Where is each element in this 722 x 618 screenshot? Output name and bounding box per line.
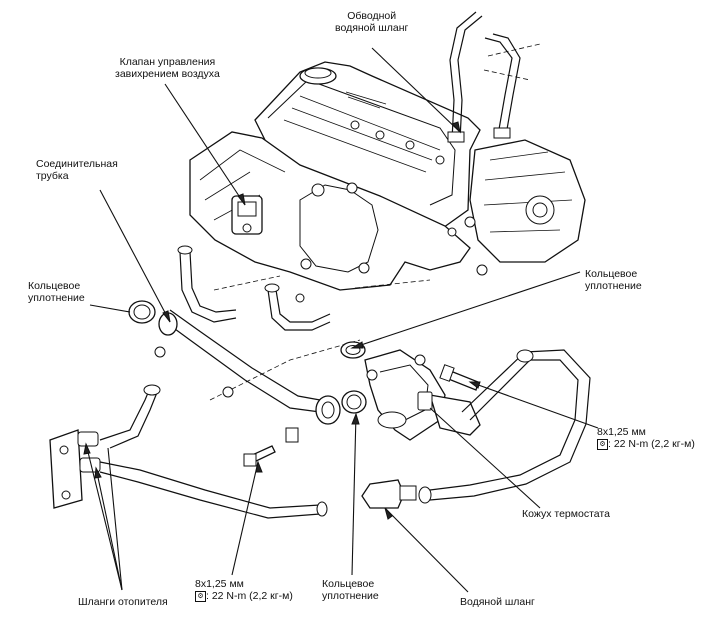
bypass-hose-label-line2: водяной шланг (335, 22, 409, 34)
bolt-right-label: 8x1,25 мм ⚙: 22 N-m (2,2 кг-м) (597, 426, 695, 450)
throttle-body (299, 182, 379, 274)
arrowheads (83, 121, 481, 520)
water-hose-label: Водяной шланг (460, 596, 535, 608)
o-ring-bottom-label: Кольцевое уплотнение (322, 578, 379, 602)
bypass-hose-label-line1: Обводной (347, 10, 397, 22)
heater-hoses (49, 384, 328, 519)
intake-hoses (177, 245, 431, 401)
connecting-pipe-label-line2: трубка (36, 170, 69, 182)
iac-valve-label-line2: завихрением воздуха (115, 68, 220, 80)
heater-hoses-label: Шланги отопителя (78, 596, 168, 608)
o-ring-bottom-label-line2: уплотнение (322, 590, 379, 602)
o-rings (128, 300, 367, 414)
heater-hoses-label-text: Шланги отопителя (78, 596, 168, 608)
connecting-pipe-label-line1: Соединительная (36, 158, 118, 170)
bypass-hose-label: Обводной водяной шланг (335, 10, 408, 34)
bolt-right (439, 364, 479, 391)
o-ring-right-label: Кольцевое уплотнение (585, 268, 642, 292)
thermostat-housing-label: Кожух термостата (522, 508, 610, 520)
iac-valve-label: Клапан управления завихрением воздуха (115, 56, 220, 80)
bolt-bottom-label-line1: 8x1,25 мм (195, 578, 244, 590)
connecting-pipe (154, 309, 341, 443)
bolt-right-label-line2: : 22 N-m (2,2 кг-м) (608, 438, 695, 450)
bolt-bottom-torque-row: ⚙: 22 N-m (2,2 кг-м) (195, 590, 293, 602)
engine-assembly (189, 61, 586, 291)
thermostat-housing-label-text: Кожух термостата (522, 508, 610, 520)
o-ring-right-label-line1: Кольцевое (585, 268, 638, 280)
o-ring-left-label: Кольцевое уплотнение (28, 280, 85, 304)
bolts (222, 293, 479, 467)
bolt-bottom (243, 445, 276, 467)
o-ring-bottom-label-line1: Кольцевое (322, 578, 375, 590)
o-ring-right-label-line2: уплотнение (585, 280, 642, 292)
bolt-right-torque-row: ⚙: 22 N-m (2,2 кг-м) (597, 438, 695, 450)
leader-lines (85, 47, 599, 593)
water-hose-label-text: Водяной шланг (460, 596, 535, 608)
air-control-valve (231, 195, 263, 235)
bolt-right-label-line1: 8x1,25 мм (597, 426, 646, 438)
bypass-water-hose (447, 11, 541, 143)
bolt-bottom-label-line2: : 22 N-m (2,2 кг-м) (206, 590, 293, 602)
torque-wrench-icon: ⚙ (195, 590, 206, 602)
o-ring-left-label-line2: уплотнение (28, 292, 85, 304)
o-ring-left-label-line1: Кольцевое (28, 280, 81, 292)
thermostat-housing (364, 349, 481, 441)
bolt-bottom-label: 8x1,25 мм ⚙: 22 N-m (2,2 кг-м) (195, 578, 293, 602)
iac-valve-label-line1: Клапан управления (119, 56, 216, 68)
connecting-pipe-label: Соединительная трубка (36, 158, 118, 182)
torque-wrench-icon: ⚙ (597, 438, 608, 450)
